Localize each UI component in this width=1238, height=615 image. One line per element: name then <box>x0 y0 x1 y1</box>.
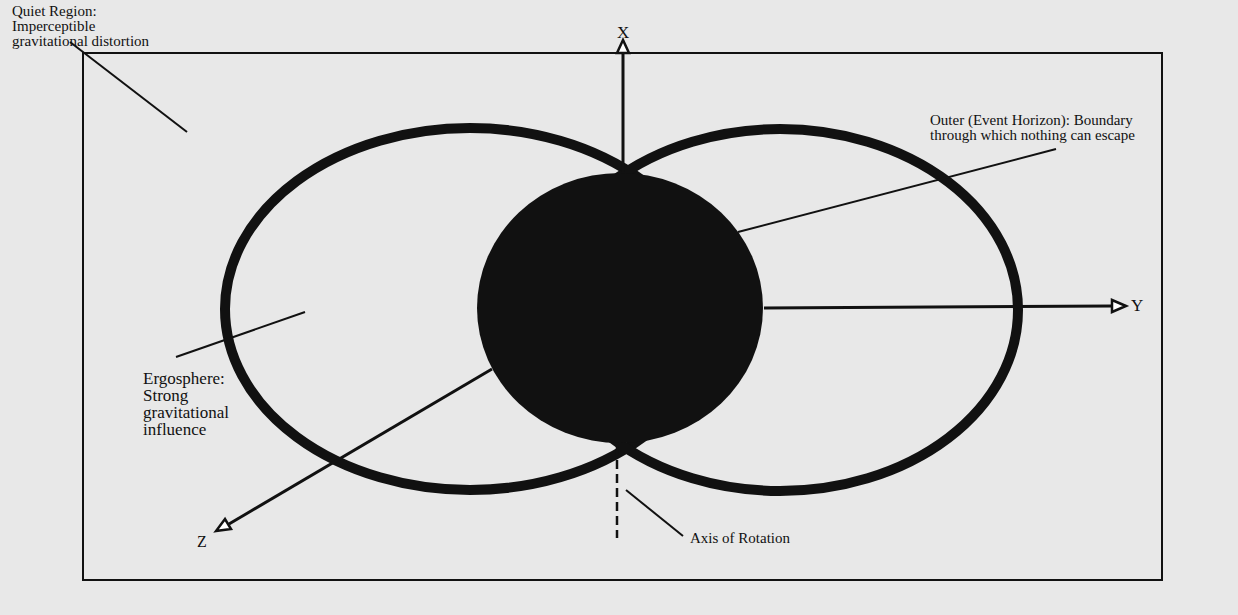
rotation-axis <box>616 446 619 538</box>
leader-line <box>626 490 683 536</box>
leader-line <box>70 42 187 132</box>
callout-label: Outer (Event Horizon): Boundary through … <box>930 113 1155 143</box>
callout-label: Axis of Rotation <box>690 531 790 546</box>
frame <box>83 53 1162 580</box>
callout-label: Z <box>197 534 207 550</box>
callout-label: Quiet Region: Imperceptible gravitationa… <box>12 4 162 49</box>
event-horizon <box>477 173 763 443</box>
leader-line <box>738 149 1056 232</box>
arrow-head <box>216 519 231 531</box>
callout-label: Ergosphere: Strong gravitational influen… <box>143 370 243 438</box>
callout-label: Y <box>1131 297 1143 314</box>
arrow-head <box>617 40 629 53</box>
callout-label: X <box>617 24 629 41</box>
x-axis <box>622 52 625 172</box>
y-axis <box>764 306 1112 308</box>
z-axis <box>229 369 492 524</box>
arrow-head <box>1112 300 1126 312</box>
leader-line <box>176 312 305 357</box>
